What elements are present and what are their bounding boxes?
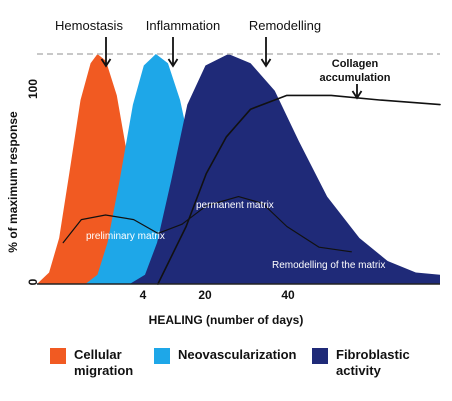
- chart-svg: Hemostasis Inflammation Remodelling Coll…: [6, 18, 441, 327]
- legend: Cellular migration Neovascularization Fi…: [50, 347, 450, 387]
- area-fibroblastic: [129, 54, 440, 284]
- y-tick-0: 0: [26, 278, 40, 285]
- legend-swatch-cellular-migration: [50, 348, 66, 364]
- collagen-label-line-1: Collagen: [332, 58, 379, 70]
- line-permanent: [181, 196, 352, 253]
- permanent-matrix-label: permanent matrix: [196, 200, 274, 211]
- phase-arrow-group: [100, 37, 363, 100]
- legend-item-cellular-migration: Cellular migration: [50, 347, 133, 379]
- x-tick-4: 4: [140, 288, 147, 302]
- collagen-arrowhead: [351, 90, 363, 100]
- line-preliminary: [62, 214, 183, 244]
- phase-label-hemostasis: Hemostasis: [55, 18, 123, 33]
- legend-label-neovascularization: Neovascularization: [178, 347, 297, 362]
- x-tick-40: 40: [281, 288, 295, 302]
- legend-swatch-fibroblastic-activity: [312, 348, 328, 364]
- phase-label-group: Hemostasis Inflammation Remodelling: [55, 18, 321, 33]
- x-axis-title: HEALING (number of days): [149, 313, 304, 327]
- line-layer: [62, 94, 441, 285]
- legend-item-fibroblastic-activity: Fibroblastic activity: [312, 347, 410, 379]
- phase-arrowhead-remodelling: [260, 58, 272, 68]
- y-tick-100: 100: [26, 79, 40, 99]
- x-tick-20: 20: [198, 288, 212, 302]
- preliminary-matrix-label: preliminary matrix: [86, 231, 165, 242]
- remodelling-matrix-label: Remodelling of the matrix: [272, 260, 385, 271]
- legend-label-cellular-migration: Cellular migration: [74, 347, 134, 378]
- phase-label-remodelling: Remodelling: [249, 18, 321, 33]
- line-collagen: [157, 94, 441, 285]
- legend-item-neovascularization: Neovascularization: [154, 347, 297, 364]
- y-axis-title: % of maximum response: [6, 111, 20, 253]
- phase-label-inflammation: Inflammation: [146, 18, 220, 33]
- area-layer: [37, 54, 440, 284]
- collagen-label-line-2: accumulation: [320, 72, 391, 84]
- legend-label-fibroblastic-activity: Fibroblastic activity: [336, 347, 410, 378]
- phase-arrowhead-inflammation: [167, 58, 179, 68]
- phase-arrowhead-hemostasis: [100, 58, 112, 68]
- legend-swatch-neovascularization: [154, 348, 170, 364]
